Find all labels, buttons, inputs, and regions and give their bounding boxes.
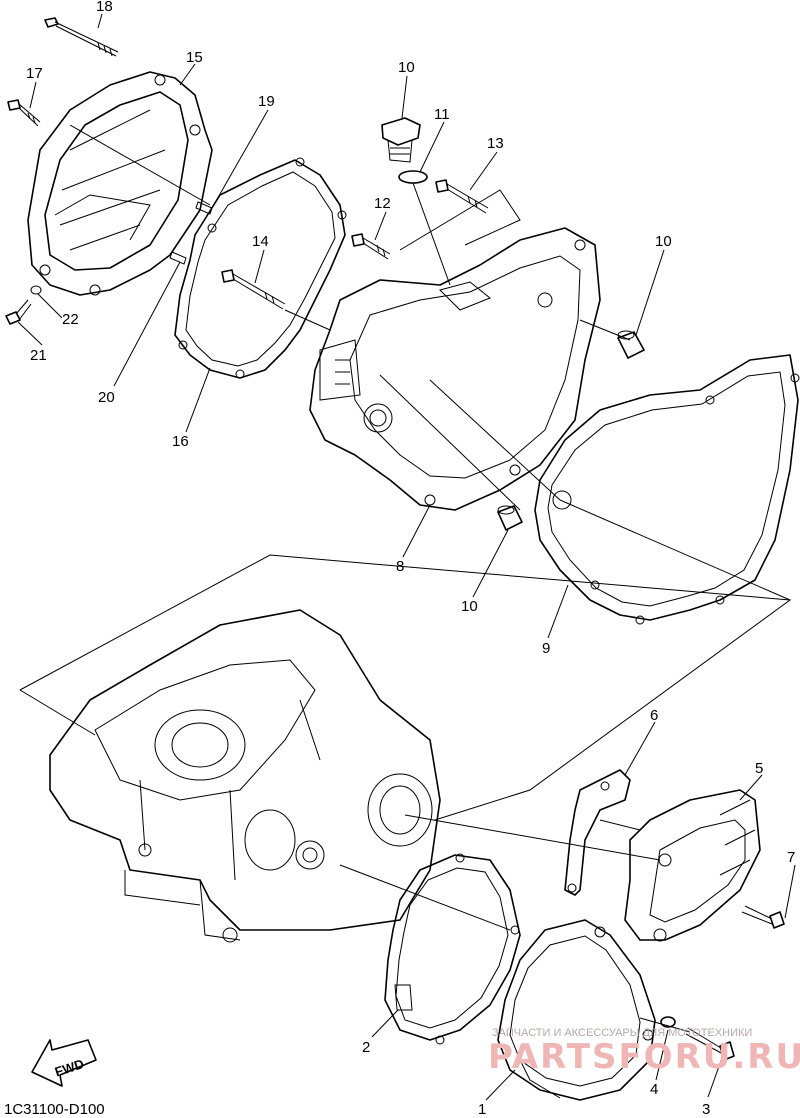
watermark-brand: PARTSFORU.RU <box>488 1037 800 1077</box>
label-3: 3 <box>702 1101 710 1118</box>
watermark-tagline: ЗАПЧАСТИ И АКСЕССУАРЫ ДЛЯ МОТОТЕХНИКИ <box>492 1027 752 1039</box>
label-15: 14 <box>252 233 269 250</box>
label-13: 12 <box>374 195 391 212</box>
label-8: 8 <box>396 558 404 575</box>
diagram-code: 1C31100-D100 <box>4 1101 105 1118</box>
label-2: 2 <box>362 1039 370 1056</box>
label-17: 16 <box>172 433 189 450</box>
oil-plug-11 <box>381 117 421 163</box>
label-7: 7 <box>787 849 795 866</box>
dowel-20b <box>169 251 187 265</box>
label-16: 15 <box>186 49 203 66</box>
crankcase-cover <box>309 227 601 511</box>
bolt-15 <box>221 269 286 310</box>
label-9: 9 <box>542 640 550 657</box>
label-4: 4 <box>650 1081 658 1098</box>
part-labels: 18 15 17 19 10 11 13 12 14 10 22 21 20 1… <box>26 0 795 1118</box>
bolt-14 <box>435 179 489 214</box>
washer-4 <box>660 1016 676 1028</box>
bolt-18 <box>7 99 41 127</box>
label-21: 21 <box>30 347 47 364</box>
bolt-21 <box>5 299 32 325</box>
magneto-cover <box>497 919 656 1101</box>
label-22: 22 <box>62 311 79 328</box>
collar-10b <box>497 505 523 531</box>
bolt-19 <box>44 17 119 57</box>
fwd-arrow: FWD <box>31 1039 97 1087</box>
collar-10a <box>617 330 645 359</box>
crankcase <box>19 554 792 943</box>
washer-22 <box>30 285 42 295</box>
label-10a: 10 <box>655 233 672 250</box>
label-19: 18 <box>96 0 113 15</box>
leader-lines <box>17 13 796 1101</box>
label-6: 6 <box>650 707 658 724</box>
label-11: 10 <box>398 59 415 76</box>
crankcase-cover-gasket <box>534 354 800 625</box>
fwd-label: FWD <box>53 1056 86 1079</box>
label-12: 11 <box>434 106 450 123</box>
label-5: 5 <box>755 760 763 777</box>
assembly-lines <box>69 124 791 1033</box>
label-20b: 20 <box>98 389 115 406</box>
watermark: ЗАПЧАСТИ И АКСЕССУАРЫ ДЛЯ МОТОТЕХНИКИ PA… <box>488 1027 800 1077</box>
bolt-7 <box>741 905 785 929</box>
cover-gasket <box>174 157 347 379</box>
bolt-13 <box>351 233 391 260</box>
magneto-cover-gasket <box>384 853 521 1045</box>
bolt-3 <box>685 1027 735 1061</box>
label-1: 1 <box>478 1101 486 1118</box>
guide-plate <box>564 769 631 896</box>
label-10b: 10 <box>461 598 478 615</box>
label-20a: 19 <box>258 93 275 110</box>
o-ring-12 <box>398 170 428 184</box>
case-guard <box>624 789 761 942</box>
label-14: 13 <box>487 135 504 152</box>
dowel-20a <box>195 201 213 215</box>
label-18: 17 <box>26 65 43 82</box>
